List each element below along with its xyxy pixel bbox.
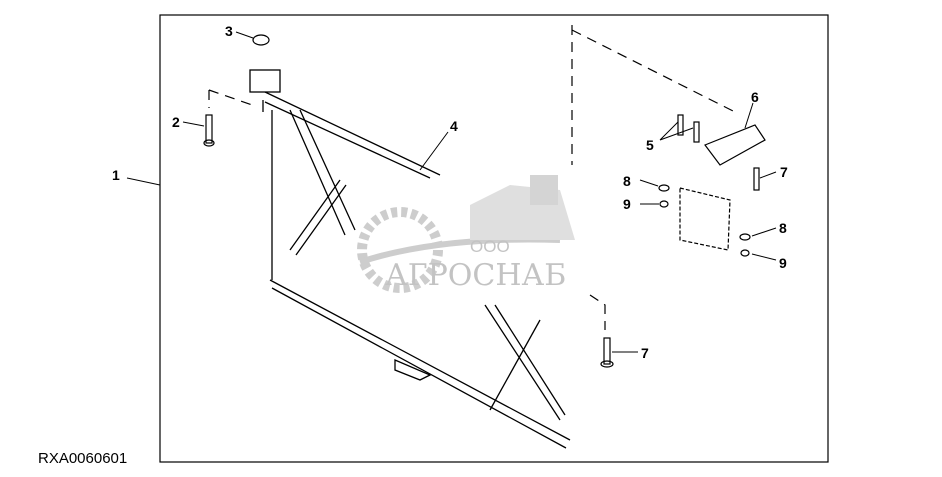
watermark-prefix: ООО [470,237,510,256]
hardware-parts [203,34,766,368]
callout-8-right: 8 [779,220,787,236]
callout-4: 4 [450,118,458,134]
callout-9-left: 9 [623,196,631,212]
callout-6: 6 [751,89,759,105]
watermark-name: АГРОСНАБ [385,258,566,293]
callout-7-lower: 7 [641,345,649,361]
assembly-lines [208,25,736,330]
callout-5: 5 [646,137,654,153]
diagram-frame [159,14,829,463]
callout-9-right: 9 [779,255,787,271]
callout-1: 1 [112,167,120,183]
watermark-logo: ООО АГРОСНАБ [357,175,575,293]
leader-lines [126,31,777,353]
callout-8-left: 8 [623,173,631,189]
callout-2: 2 [172,114,180,130]
callout-3: 3 [225,23,233,39]
callout-7-upper: 7 [780,164,788,180]
bracket-frame [249,69,571,449]
figure-code: RXA0060601 [38,450,127,467]
